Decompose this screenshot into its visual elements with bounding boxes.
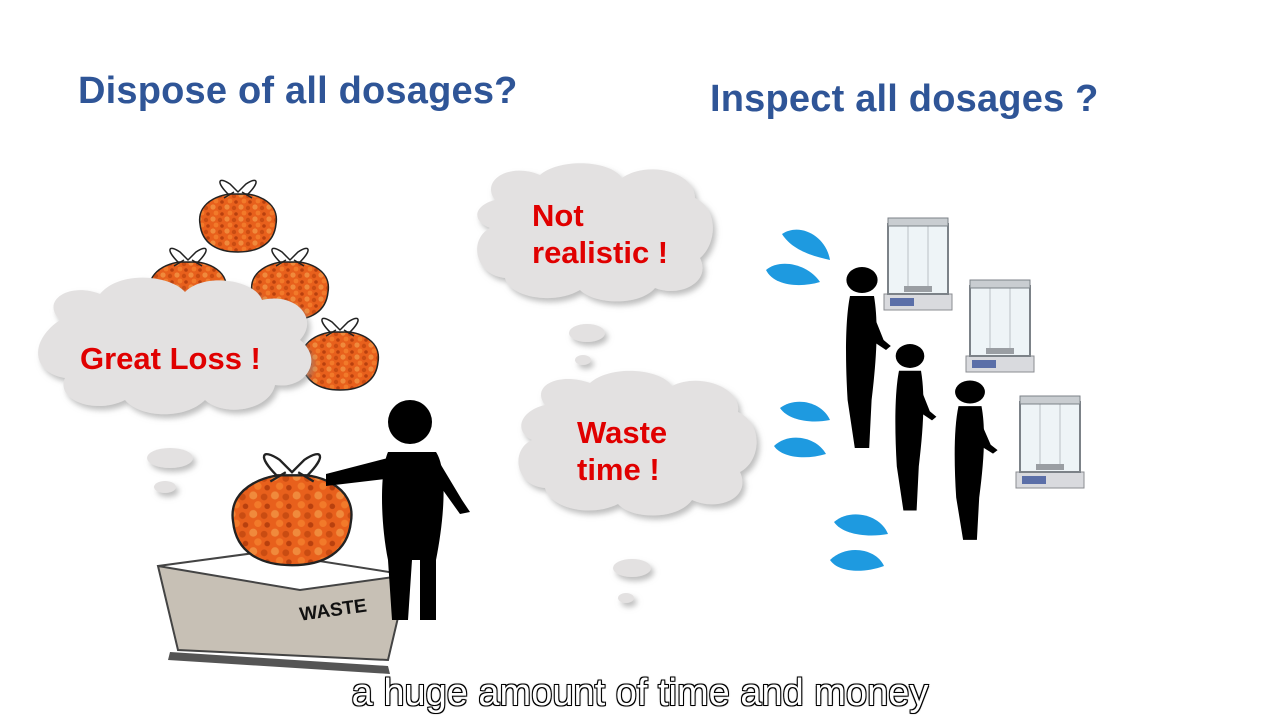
sweat-drop xyxy=(834,514,888,536)
waste-time-line1: Waste xyxy=(577,415,668,450)
heading-inspect: Inspect all dosages ? xyxy=(710,78,1099,120)
balance-2 xyxy=(965,279,1035,373)
sweat-drop xyxy=(780,401,830,422)
sweat-drop xyxy=(766,263,820,286)
person-2 xyxy=(895,344,937,511)
sweat-drop xyxy=(830,549,884,571)
subtitle-caption: a huge amount of time and money xyxy=(351,671,929,715)
bag-lower-right xyxy=(300,317,380,391)
person-3 xyxy=(954,380,998,540)
sweat-drop xyxy=(782,229,830,260)
not-realistic-text: Not realistic ! xyxy=(532,197,668,271)
great-loss-bubble xyxy=(38,277,312,493)
not-realistic-line2: realistic ! xyxy=(532,235,669,270)
held-bag xyxy=(231,452,353,567)
waste-time-line2: time ! xyxy=(577,452,660,487)
balance-3 xyxy=(1015,395,1085,489)
not-realistic-bubble xyxy=(477,163,713,365)
waste-bin xyxy=(156,550,410,674)
great-loss-label: Great Loss ! xyxy=(80,341,261,376)
heading-dispose: Dispose of all dosages? xyxy=(78,70,518,112)
great-loss-text: Great Loss ! xyxy=(80,340,261,377)
bag-top xyxy=(198,179,278,253)
waste-time-text: Waste time ! xyxy=(577,414,667,488)
sweat-drops xyxy=(766,229,888,571)
not-realistic-line1: Not xyxy=(532,198,584,233)
balance-1 xyxy=(883,217,953,311)
sweat-drop xyxy=(774,437,826,458)
person-disposing xyxy=(326,400,470,620)
waste-time-bubble xyxy=(518,370,757,603)
